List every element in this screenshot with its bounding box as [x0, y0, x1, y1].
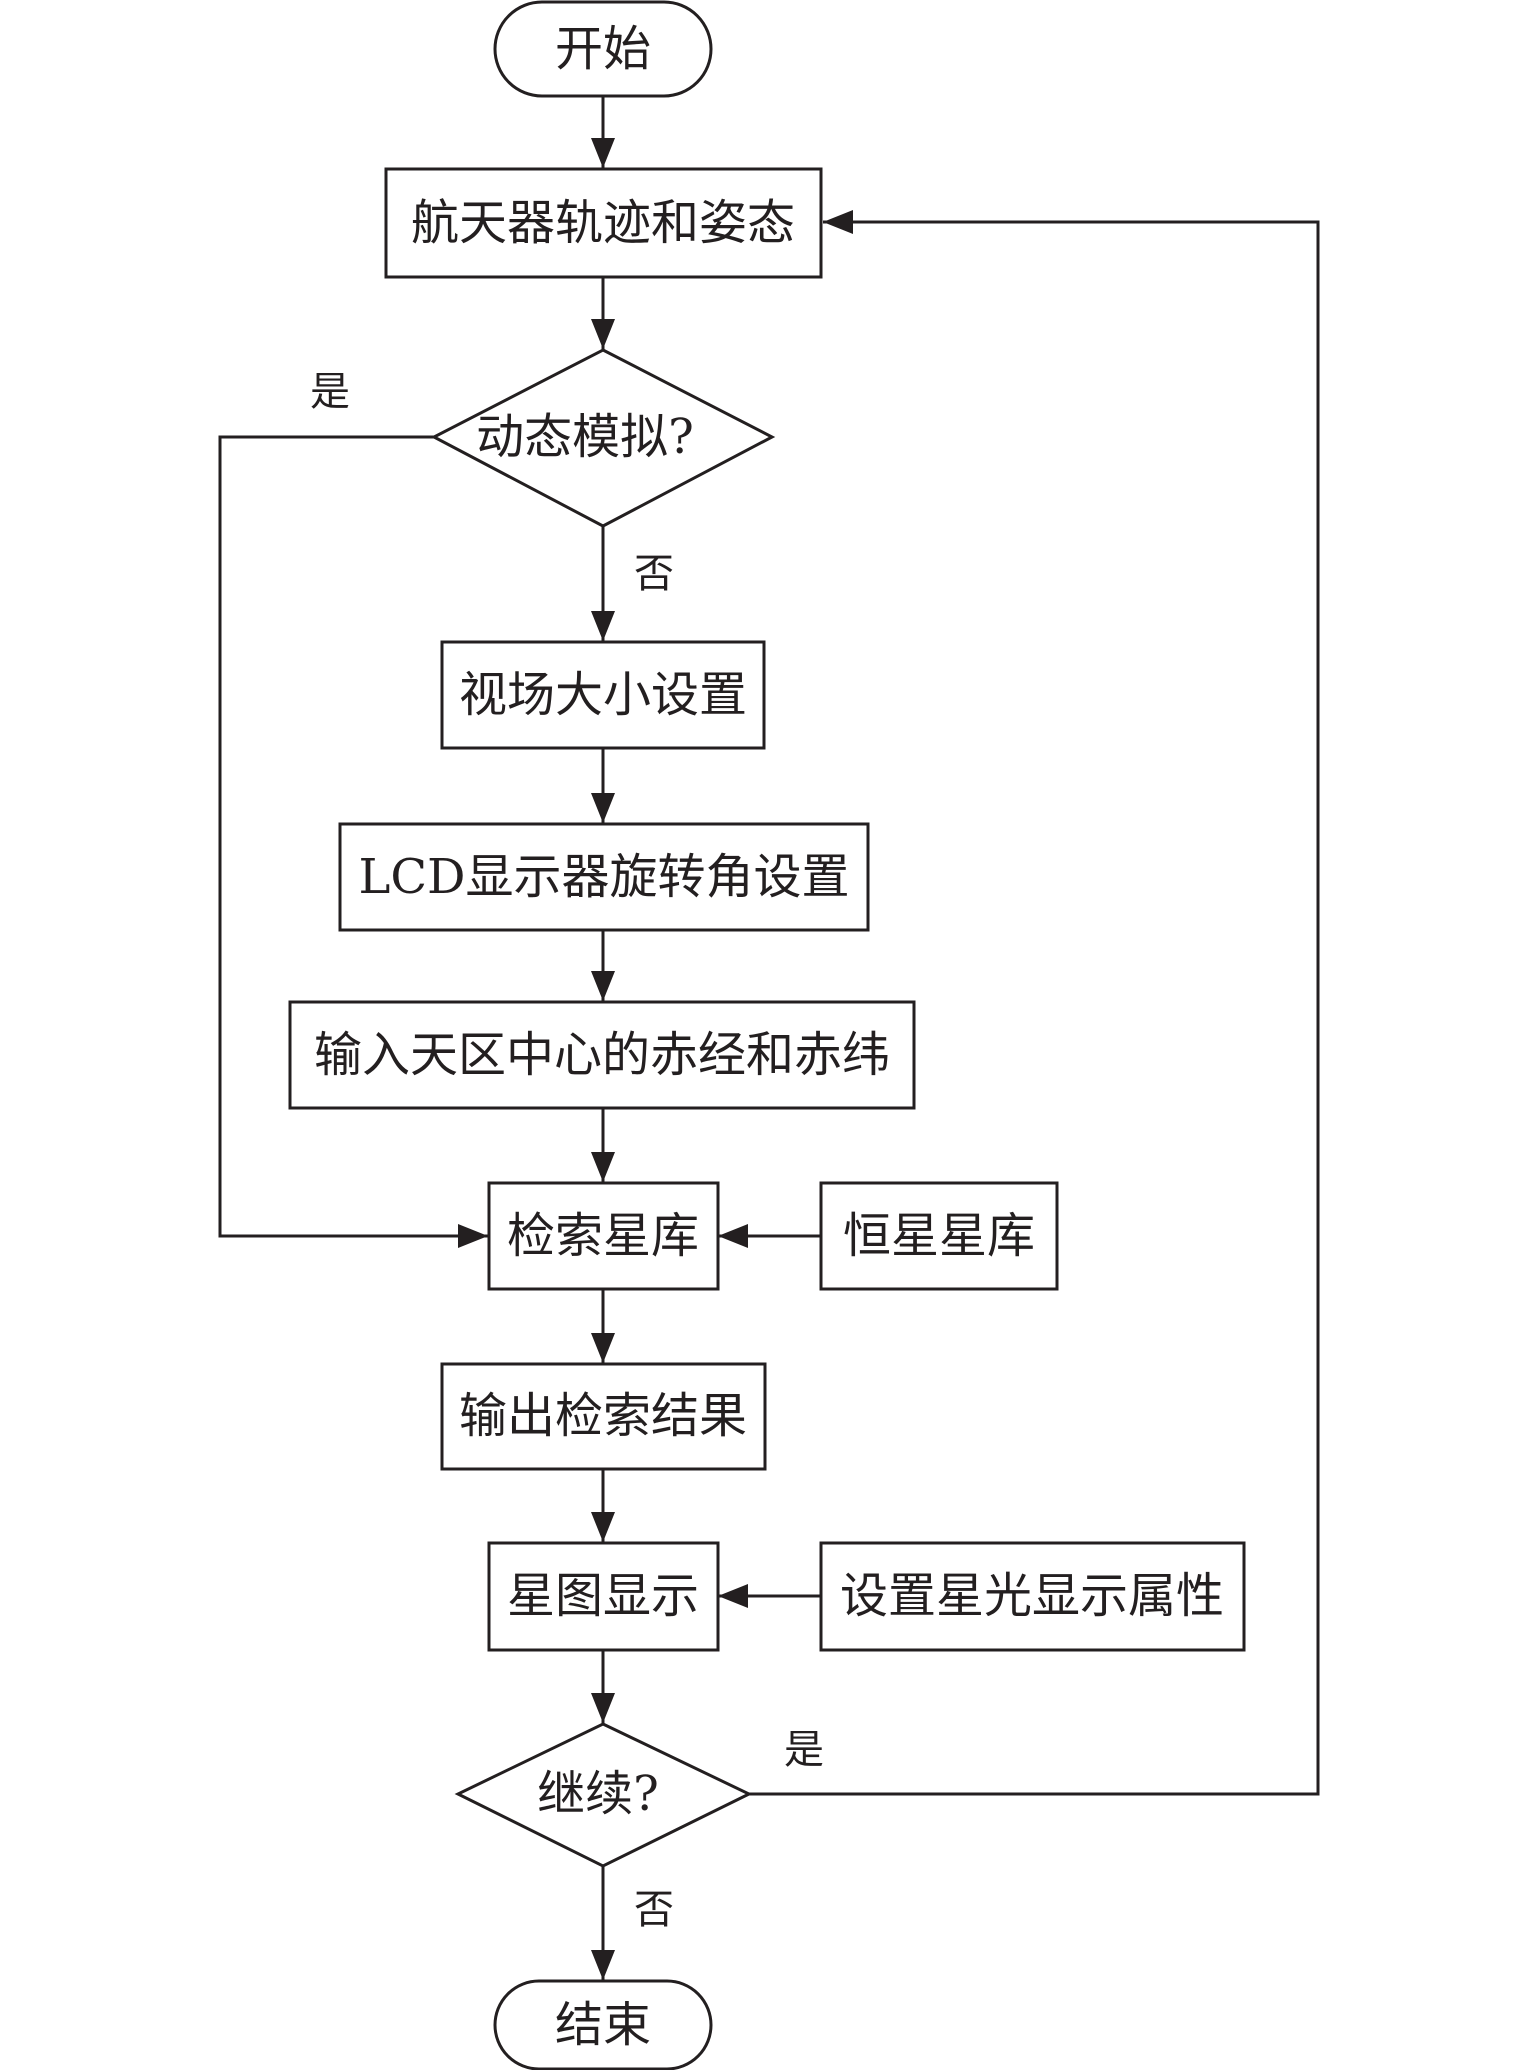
- node-dynamic-decision-label: 动态模拟?: [476, 409, 694, 465]
- node-lcd: LCD显示器旋转角设置: [338, 822, 870, 932]
- node-search: 检索星库: [487, 1181, 720, 1291]
- node-lcd-label: LCD显示器旋转角设置: [358, 849, 849, 905]
- node-fov: 视场大小设置: [440, 640, 766, 750]
- label-dynamic-no: 否: [634, 551, 674, 597]
- node-star-catalog-label: 恒星星库: [843, 1208, 1035, 1264]
- node-attrs: 设置星光显示属性: [819, 1541, 1246, 1652]
- node-start-label: 开始: [555, 21, 651, 77]
- node-end: 结束: [493, 1979, 713, 2070]
- node-dynamic-decision: 动态模拟?: [430, 348, 776, 528]
- node-star-catalog: 恒星星库: [819, 1181, 1059, 1291]
- node-output-label: 输出检索结果: [459, 1388, 747, 1444]
- node-attrs-label: 设置星光显示属性: [840, 1568, 1224, 1624]
- node-trajectory: 航天器轨迹和姿态: [384, 167, 823, 279]
- node-input-center-label: 输入天区中心的赤经和赤纬: [314, 1027, 890, 1083]
- node-fov-label: 视场大小设置: [459, 667, 747, 723]
- node-display-label: 星图显示: [507, 1568, 699, 1624]
- node-continue-decision-label: 继续?: [537, 1766, 659, 1822]
- node-display: 星图显示: [487, 1541, 720, 1652]
- node-search-label: 检索星库: [507, 1208, 699, 1264]
- node-input-center: 输入天区中心的赤经和赤纬: [288, 1000, 916, 1110]
- edge-continue-yes-to-trajectory: [749, 210, 1320, 1796]
- label-continue-yes: 是: [784, 1727, 824, 1773]
- edge-dynamic-yes-to-search: [218, 435, 488, 1248]
- node-trajectory-label: 航天器轨迹和姿态: [411, 195, 795, 251]
- label-dynamic-yes: 是: [310, 369, 350, 415]
- node-end-label: 结束: [555, 1997, 651, 2053]
- node-continue-decision: 继续?: [454, 1722, 753, 1868]
- node-start: 开始: [493, 0, 713, 98]
- label-continue-no: 否: [634, 1887, 674, 1933]
- node-output: 输出检索结果: [440, 1362, 767, 1471]
